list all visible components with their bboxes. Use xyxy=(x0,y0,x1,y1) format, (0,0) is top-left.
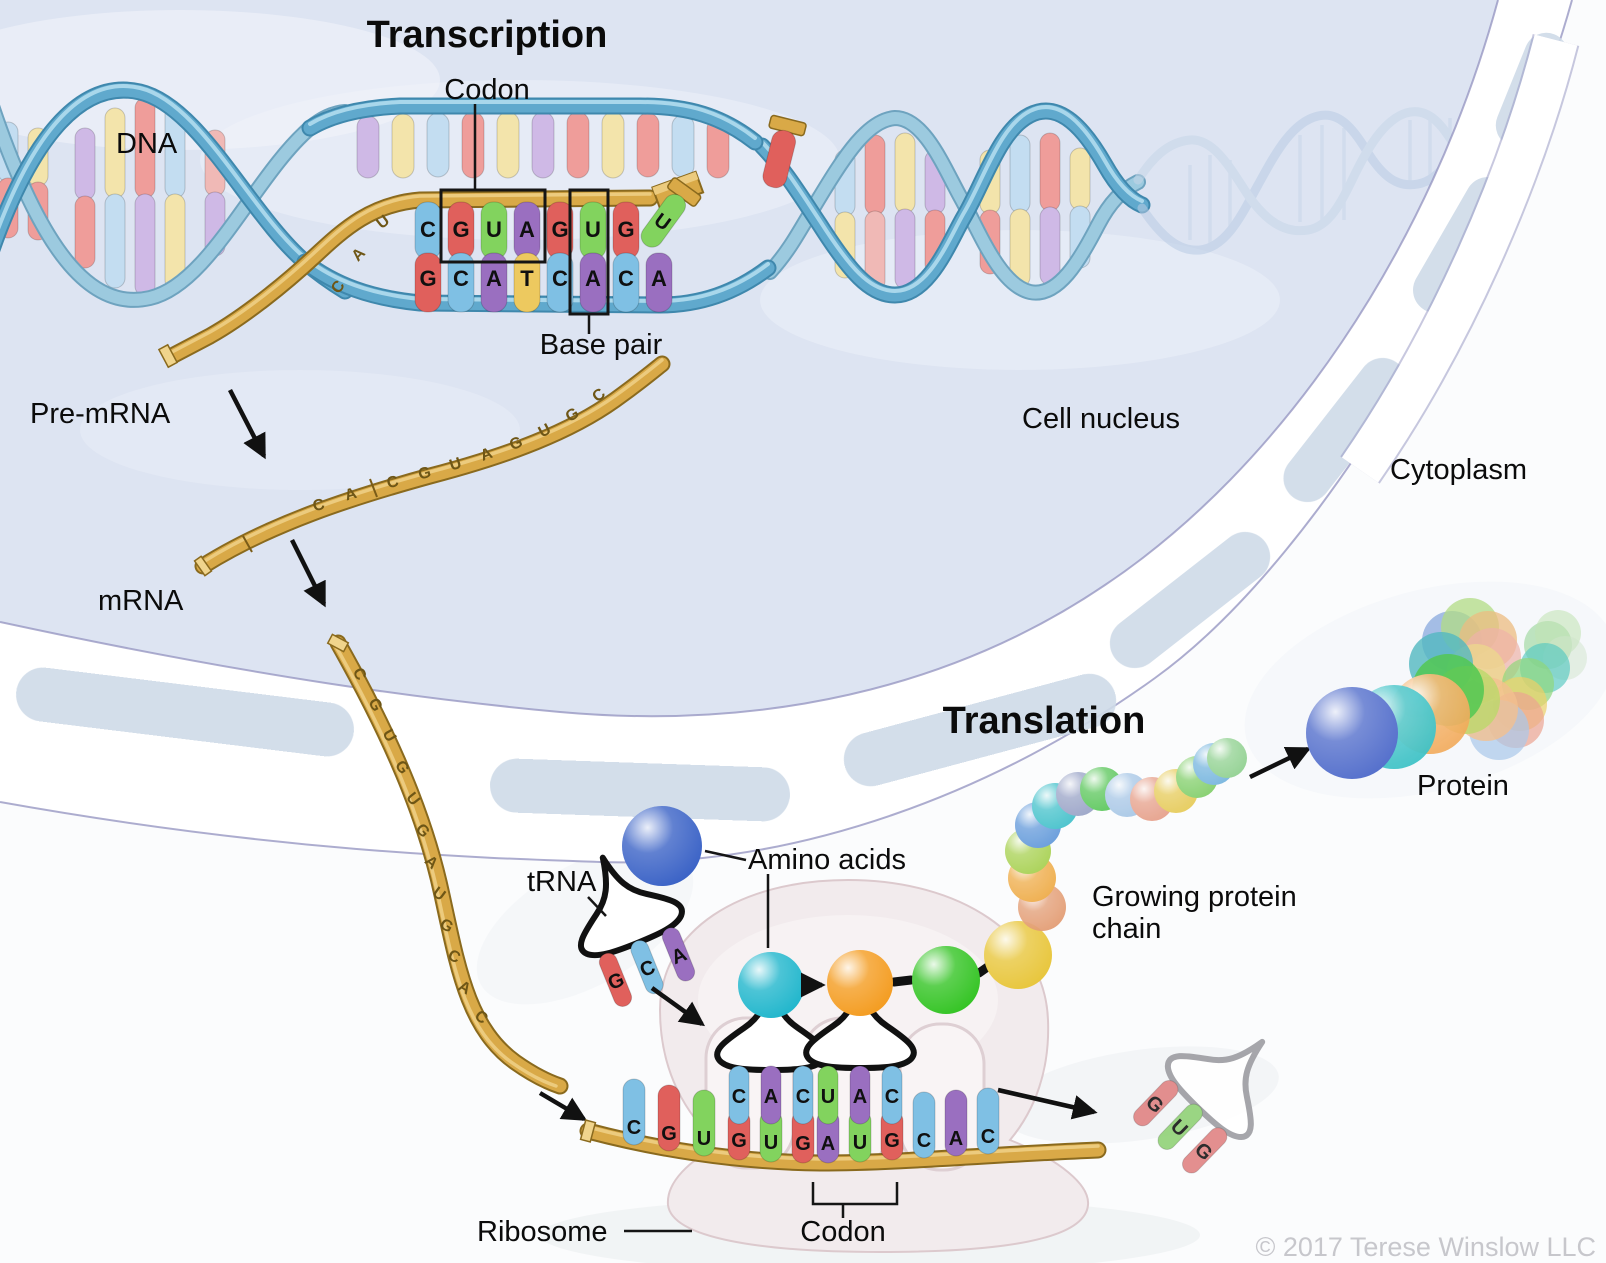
nuclear-envelope xyxy=(0,0,1580,864)
mrna-processing: C A C G U A G U G C C G U G U G A U G xyxy=(193,355,671,1121)
mrna-base-letter: A xyxy=(821,1133,835,1155)
dna-base-letter: C xyxy=(552,266,568,291)
arrow-trna-leaving xyxy=(997,1087,1098,1120)
protein-spheres xyxy=(1249,598,1587,780)
mrna-base-letter: U xyxy=(486,217,502,242)
trna-p-site: C A C xyxy=(717,978,825,1125)
growing-chain-spheres xyxy=(1005,738,1247,931)
mrna-base-letter: G xyxy=(617,217,634,242)
dna-label: DNA xyxy=(116,128,178,160)
cell-nucleus-label: Cell nucleus xyxy=(1022,403,1180,435)
trna-a-site: U A C xyxy=(806,976,914,1125)
strand-letter: C xyxy=(311,496,327,516)
codon-top-label: Codon xyxy=(444,74,529,106)
trna-incoming: G C A xyxy=(553,806,706,1027)
amino-acids-label: Amino acids xyxy=(748,844,906,876)
anticodon-letter: U xyxy=(821,1086,835,1108)
mrna-dna-base-pairs: C G G C U A A T G C U A xyxy=(414,201,673,313)
mrna-base-letter: C xyxy=(981,1126,995,1148)
trna-leaving: G U G xyxy=(1133,1005,1301,1174)
dna-base-letter: A xyxy=(486,266,502,291)
arrow-trna-to-ribosome xyxy=(650,986,706,1027)
mrna-base-letter: A xyxy=(949,1128,963,1150)
arrow-mrna-to-pore xyxy=(289,538,327,608)
mrna-base-letter: U xyxy=(585,217,601,242)
mrna-base-letter: G xyxy=(731,1130,747,1152)
free-nucleotide xyxy=(762,114,807,189)
trna-label: tRNA xyxy=(527,866,597,898)
mrna-base-letter: G xyxy=(661,1123,677,1145)
dna-base-letter: A xyxy=(651,266,667,291)
transcription-title: Transcription xyxy=(367,14,608,56)
translation-title: Translation xyxy=(943,700,1146,742)
amino-acid-chain xyxy=(738,738,1247,1018)
unpaired-dna-bases xyxy=(356,111,730,179)
pre-mrna-strand: U A C xyxy=(157,189,659,369)
codon-bottom-label: Codon xyxy=(800,1216,885,1248)
mrna-base-letter: U xyxy=(697,1128,711,1150)
anticodon-letter: C xyxy=(885,1086,899,1108)
dna-double-helix xyxy=(0,57,1559,308)
protein-label: Protein xyxy=(1417,770,1509,802)
codon-bracket xyxy=(811,1182,899,1206)
dna-base-letter: A xyxy=(585,266,601,291)
nuclear-export-strand: C G U G U G A U G C A C xyxy=(326,633,569,1095)
pre-mrna-label: Pre-mRNA xyxy=(30,398,171,430)
mrna-base-letter: C xyxy=(627,1117,641,1139)
mrna-base-letter: U xyxy=(853,1132,867,1154)
mrna-base-letter: G xyxy=(452,217,469,242)
base-pair-label: Base pair xyxy=(540,329,663,361)
mrna-base-letter: G xyxy=(884,1130,900,1152)
arrow-premrna-to-mrna xyxy=(227,388,267,460)
cytoplasm-label: Cytoplasm xyxy=(1390,454,1527,486)
growing-protein-chain-label: Growing protein xyxy=(1092,881,1297,913)
arrow-chain-to-protein xyxy=(1249,746,1312,780)
dna-base-letter: T xyxy=(520,266,534,291)
arrow-mrna-to-ribosome xyxy=(538,1091,588,1121)
mrna-base-letter: A xyxy=(519,217,535,242)
dna-base-letter: C xyxy=(618,266,634,291)
strand-letter: U xyxy=(447,455,463,475)
ribosome-label: Ribosome xyxy=(477,1216,608,1248)
transcription-bubble: U A C C G G C U A xyxy=(157,97,807,369)
mrna-base-letter: U xyxy=(764,1132,778,1154)
mrna-base-letter: C xyxy=(917,1130,931,1152)
growing-protein-chain-label2: chain xyxy=(1092,913,1161,945)
strand-letter: C xyxy=(385,473,401,493)
copyright-notice: © 2017 Terese Winslow LLC xyxy=(1255,1232,1596,1262)
dna-helix-right xyxy=(753,102,1151,304)
amino-acids-pointer-line xyxy=(704,849,747,862)
anticodon-letter: C xyxy=(732,1086,746,1108)
anticodon-letter: A xyxy=(853,1086,867,1108)
ribosome-mrna-bases: C G U G U G A U G C A C xyxy=(622,1078,1000,1164)
mrna-label: mRNA xyxy=(98,585,184,617)
labels: Transcription Codon DNA Base pair Pre-mR… xyxy=(30,14,1596,1262)
dna-base-letter: C xyxy=(453,266,469,291)
anticodon-letter: A xyxy=(764,1086,778,1108)
anticodon-letter: C xyxy=(796,1086,810,1108)
codon-box xyxy=(439,188,547,264)
mrna-base-letter: G xyxy=(551,217,568,242)
mrna-base-letter: G xyxy=(795,1133,811,1155)
dna-base-letter: G xyxy=(419,266,436,291)
mrna-base-letter: C xyxy=(420,217,436,242)
translation-scene: C G U G U G A U G C A C xyxy=(553,598,1587,1254)
strand-letter: G xyxy=(416,464,433,484)
trna-pointer-line xyxy=(587,896,607,917)
strand-letter: A xyxy=(343,485,359,505)
anticodon-letter: G xyxy=(605,969,628,995)
